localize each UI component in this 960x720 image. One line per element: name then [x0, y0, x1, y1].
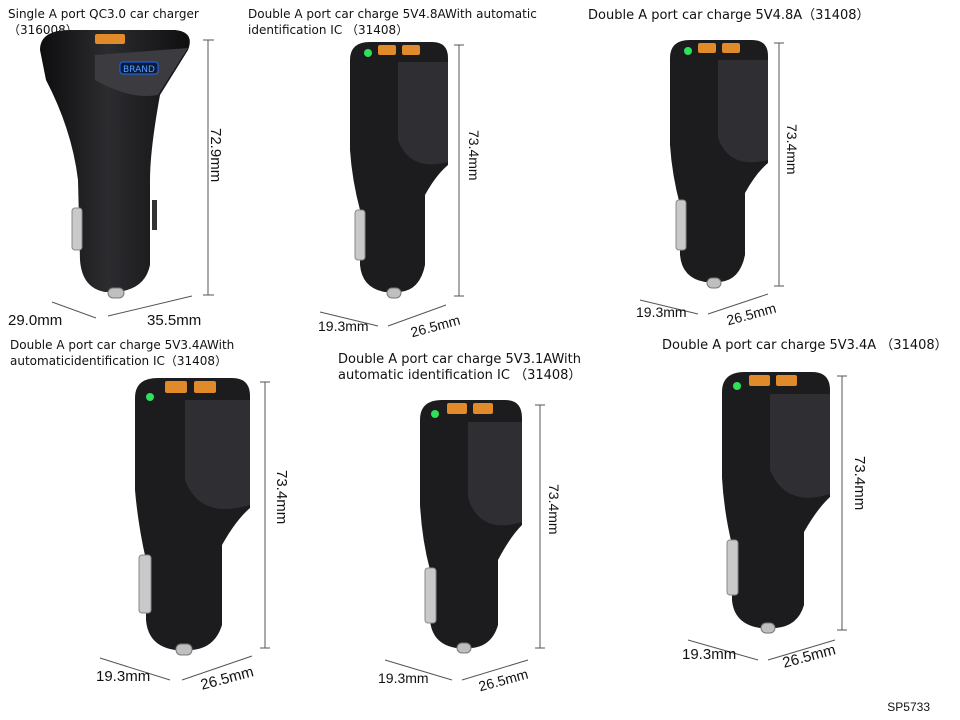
- height-dimension-label: 73.4mm: [851, 456, 868, 511]
- width-dimension-label-a: 19.3mm: [318, 318, 369, 334]
- caption-line: Double A port car charge 5V4.8A（31408）: [588, 8, 870, 23]
- width-dimension-label-a: 19.3mm: [378, 670, 429, 686]
- product-caption: Double A port car charge 5V4.8AWith auto…: [248, 6, 537, 38]
- product-caption: Double A port car charge 5V4.8A（31408）: [588, 8, 870, 24]
- product-caption: Double A port car charge 5V3.4AWith auto…: [10, 337, 234, 369]
- caption-line: Single A port QC3.0 car charger: [8, 7, 199, 21]
- caption-line: automatic identification IC （31408）: [338, 368, 582, 383]
- caption-line: Double A port car charge 5V4.8AWith auto…: [248, 7, 537, 21]
- caption-line: identification IC （31408）: [248, 23, 409, 37]
- caption-line: Double A port car charge 5V3.1AWith: [338, 352, 581, 367]
- width-dimension-label-a: 29.0mm: [8, 312, 63, 329]
- caption-line: automaticidentification IC（31408）: [10, 354, 228, 368]
- width-dimension-label-a: 19.3mm: [96, 668, 151, 685]
- width-dimension-label-a: 19.3mm: [682, 646, 737, 663]
- width-dimension-label-a: 19.3mm: [636, 304, 687, 320]
- product-caption: Double A port car charge 5V3.4A （31408）: [662, 338, 948, 354]
- product-caption: Double A port car charge 5V3.1AWith auto…: [338, 352, 581, 384]
- caption-line: Double A port car charge 5V3.4A （31408）: [662, 338, 948, 353]
- model-code: SP5733: [887, 700, 930, 714]
- width-dimension-label-b: 35.5mm: [147, 312, 202, 329]
- brand-logo-text: BRAND: [123, 65, 155, 75]
- caption-line: Double A port car charge 5V3.4AWith: [10, 338, 235, 352]
